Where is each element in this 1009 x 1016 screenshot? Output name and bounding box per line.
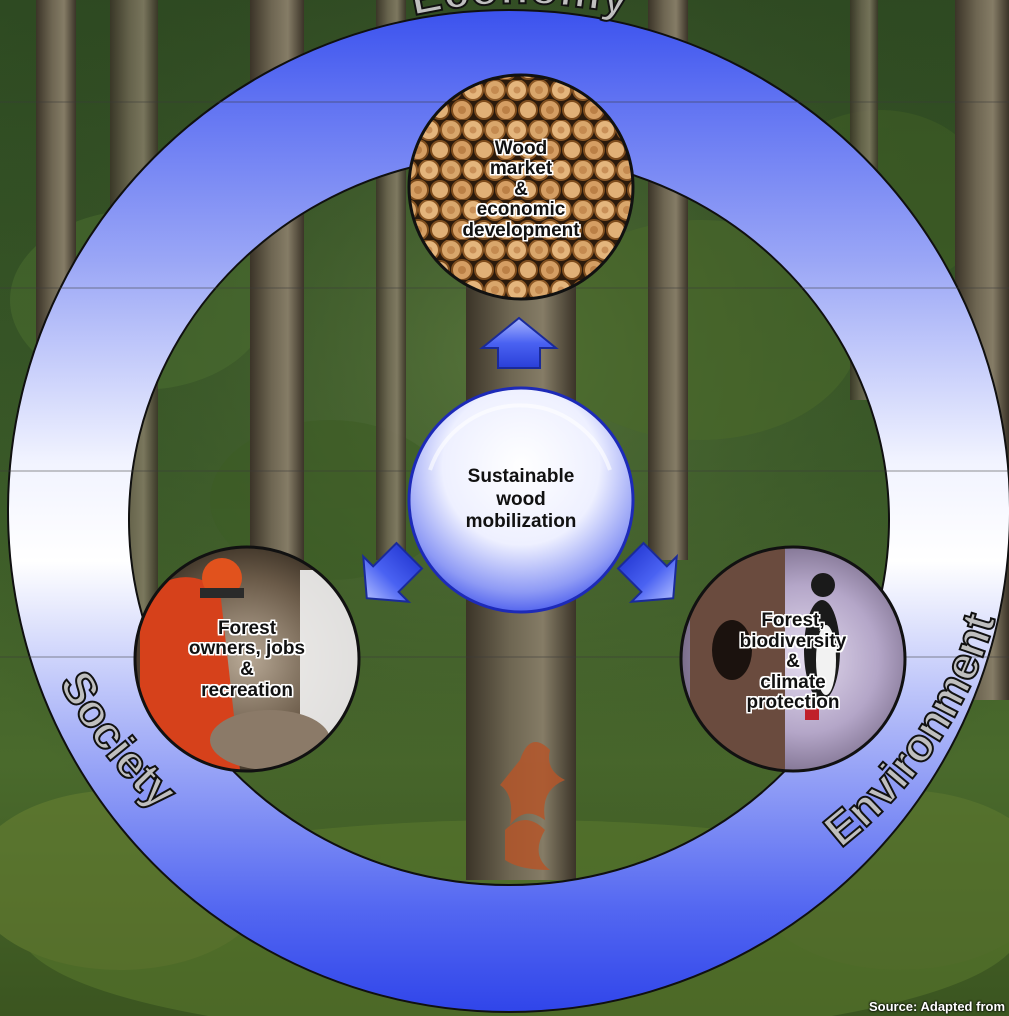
society-line-2: owners, jobs [188,638,306,660]
environment-node-label: Forest, biodiversity & climate protectio… [703,590,883,735]
center-node-label: Sustainable wood mobilization [421,440,621,560]
environment-node [679,545,907,773]
center-line-1: Sustainable [467,465,575,487]
economy-line-1: Wood [494,137,548,159]
economy-node-label: Wood market & economic development [431,115,611,265]
economy-line-2: market [489,158,553,180]
society-node [133,545,361,773]
environment-line-4: climate [760,671,826,693]
center-node [407,386,635,614]
environment-line-2: biodiversity [739,630,847,652]
arrow-down-left-icon [362,541,424,603]
center-line-3: mobilization [465,511,577,533]
center-line-2: wood [496,488,546,510]
outer-ring [7,9,1009,1013]
economy-line-5: development [462,219,580,241]
source-note: Source: Adapted from [868,999,1005,1014]
arrow-up-icon [479,316,559,369]
society-node-label: Forest owners, jobs & recreation [157,600,337,720]
economy-node [407,73,635,301]
society-line-4: recreation [201,679,293,701]
society-line-1: Forest [217,617,277,639]
economy-line-3: & [514,178,528,200]
environment-line-3: & [786,651,800,673]
fern-bush [500,742,565,870]
environment-line-5: protection [746,692,840,714]
environment-line-1: Forest, [761,610,825,632]
arrow-down-right-icon [616,541,678,603]
society-line-3: & [240,659,254,680]
economy-line-4: economic [476,199,566,221]
